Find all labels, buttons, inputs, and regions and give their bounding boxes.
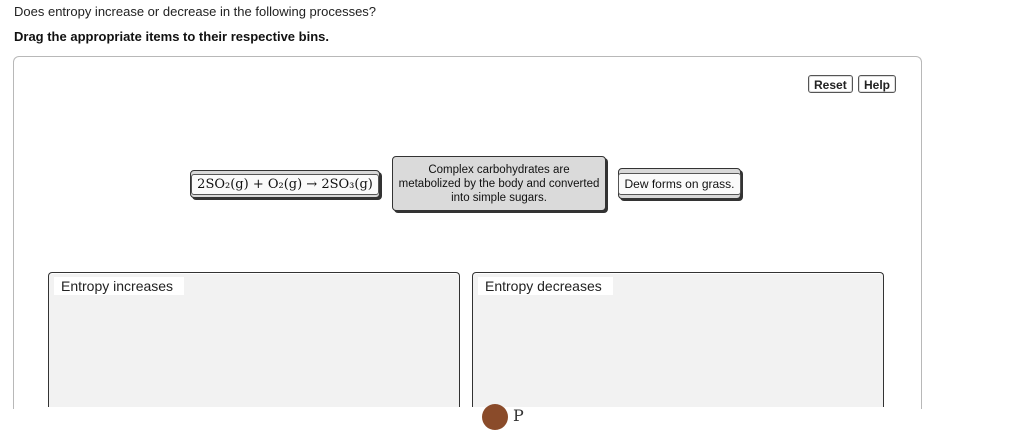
bin-entropy-increases[interactable]: Entropy increases: [48, 272, 460, 407]
drag-item-carbohydrates[interactable]: Complex carbohydrates are metabolized by…: [392, 156, 606, 211]
drag-item-label: 2SO₂(g) + O₂(g) → 2SO₃(g): [191, 173, 379, 195]
drag-item-reaction[interactable]: 2SO₂(g) + O₂(g) → 2SO₃(g): [190, 170, 380, 198]
instruction-text: Drag the appropriate items to their resp…: [14, 29, 329, 44]
bin-label: Entropy decreases: [478, 277, 613, 295]
brand-logo-icon: [482, 404, 508, 430]
drag-item-dew[interactable]: Dew forms on grass.: [618, 168, 741, 199]
question-text: Does entropy increase or decrease in the…: [14, 4, 377, 19]
drag-item-label: Dew forms on grass.: [618, 172, 741, 195]
bin-label: Entropy increases: [54, 277, 185, 295]
reset-button[interactable]: Reset: [808, 75, 853, 93]
drag-item-label: Complex carbohydrates are metabolized by…: [398, 163, 600, 204]
bin-entropy-decreases[interactable]: Entropy decreases: [472, 272, 884, 407]
help-button[interactable]: Help: [858, 75, 897, 93]
